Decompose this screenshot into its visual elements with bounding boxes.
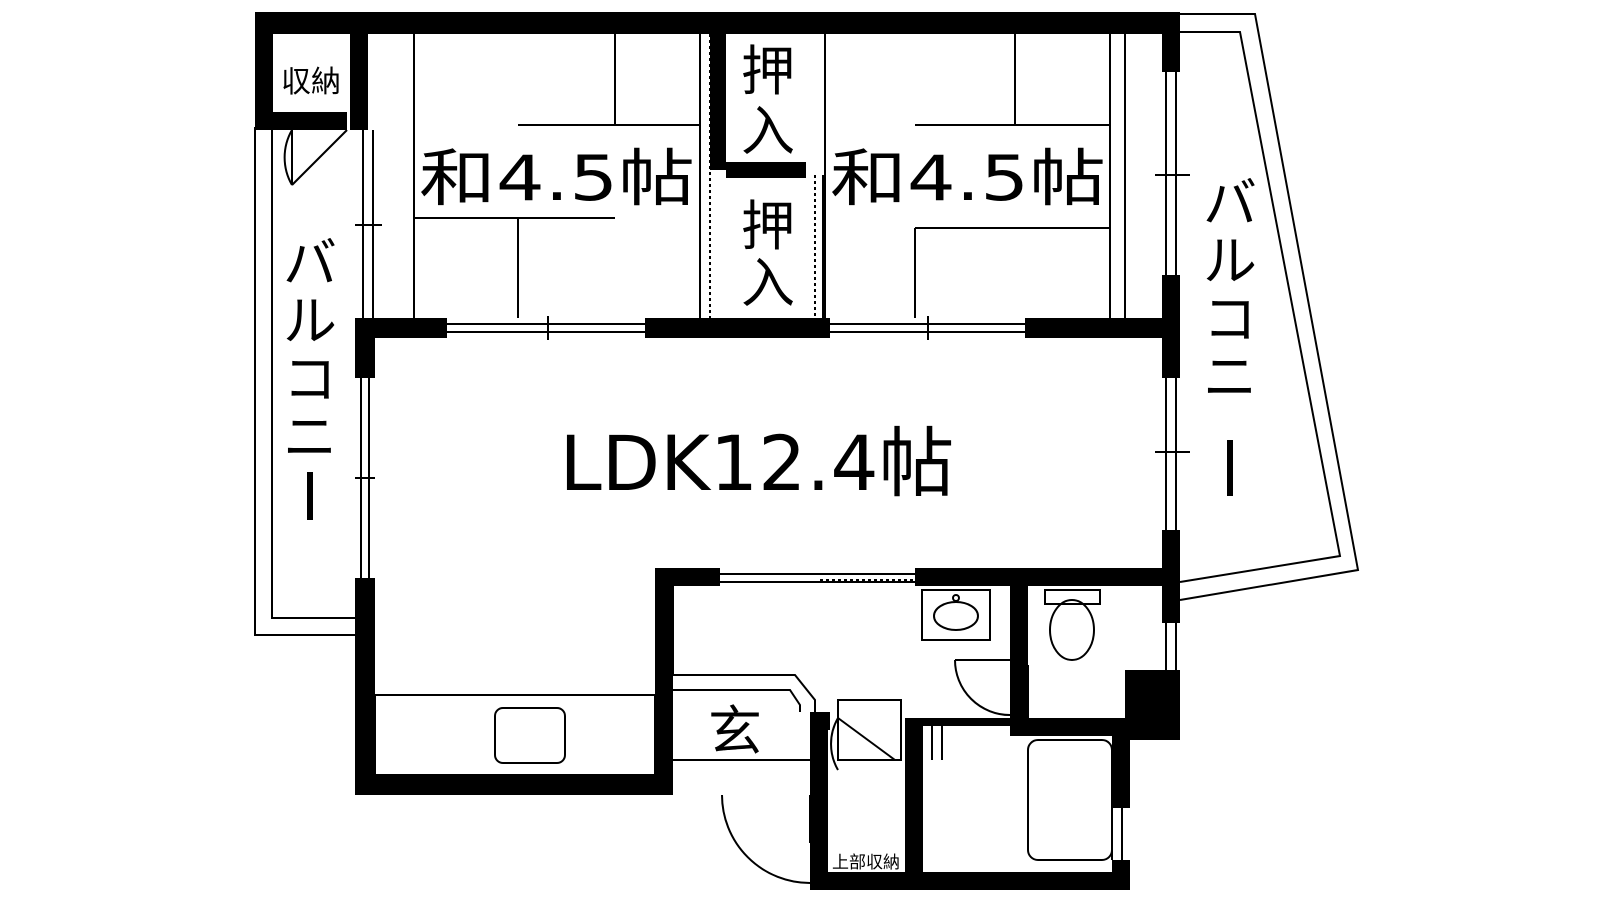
- washitsu-left-label: 和4.5帖: [419, 142, 695, 215]
- ldk-label: LDK12.4帖: [560, 419, 955, 508]
- balcony-left-char-4: ニ: [283, 406, 337, 469]
- oshiire-upper-char-2: 入: [741, 100, 795, 163]
- balcony-left-char-3: コ: [283, 348, 337, 411]
- balcony-right-label: バ ル コ ニ: [1203, 172, 1257, 496]
- balcony-right-char-3: コ: [1203, 288, 1257, 351]
- balcony-left-char-1: バ: [283, 232, 337, 295]
- balcony-right: [1179, 13, 1360, 601]
- balcony-right-char-2: ル: [1203, 230, 1257, 293]
- balcony-right-char-4: ニ: [1203, 346, 1257, 409]
- oshiire-lower-char-1: 押: [741, 195, 795, 258]
- upper-storage-label: 上部収納: [832, 853, 900, 873]
- outer-walls: [255, 12, 1180, 890]
- balcony-left-char-2: ル: [283, 290, 337, 353]
- thin-lines: [283, 34, 1190, 884]
- storage-label: 収納: [281, 65, 341, 100]
- balcony-left-label: バ ル コ ニ: [283, 232, 337, 520]
- oshiire-lower-char-2: 入: [741, 252, 795, 315]
- balcony-right-char-1: バ: [1203, 172, 1257, 235]
- genkan-label: 玄: [708, 700, 762, 763]
- oshiire-upper-char-1: 押: [741, 40, 795, 103]
- washitsu-right-label: 和4.5帖: [830, 142, 1106, 215]
